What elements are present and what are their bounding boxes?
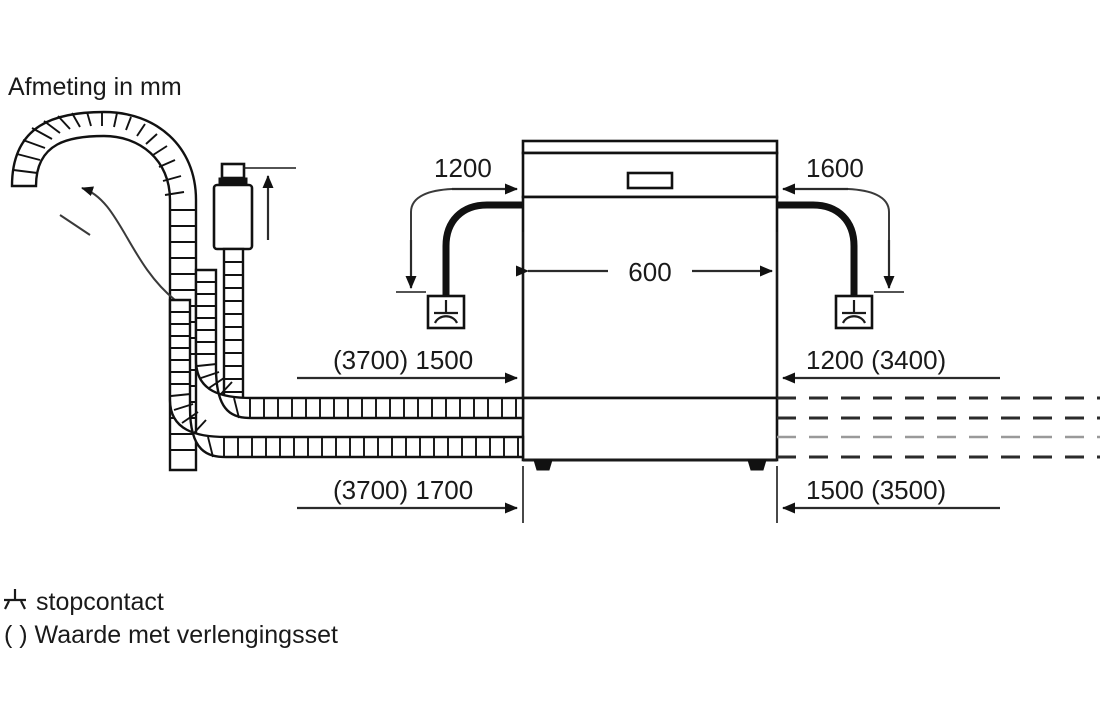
aquastop-connector-top xyxy=(220,162,246,180)
socket-right-arc xyxy=(841,315,867,324)
dimension-label-bottom-left: (3700) 1700 xyxy=(333,475,473,505)
hose-direction-tail xyxy=(59,214,91,236)
dimension-label-bottom-right: 1500 (3500) xyxy=(806,475,946,505)
inlet-hose-ribs xyxy=(224,261,243,393)
legend-socket-label: stopcontact xyxy=(36,588,164,616)
hose-runs-left xyxy=(168,268,525,459)
dimension-label-top-right: 1600 xyxy=(806,153,864,183)
hose-run-upper-wall xyxy=(194,268,525,420)
appliance-handle xyxy=(626,171,674,190)
legend-socket-icon xyxy=(4,589,26,610)
dimension-top-right: 1600 xyxy=(782,153,904,293)
appliance-top-panel xyxy=(521,139,779,155)
power-socket-icon-right xyxy=(834,294,874,330)
hose-run-upper-ribs xyxy=(196,281,517,419)
aquastop-valve-body xyxy=(212,183,254,251)
dimension-label-mid-left: (3700) 1500 xyxy=(333,345,473,375)
socket-left-arc xyxy=(433,315,459,324)
appliance-foot-left xyxy=(533,459,553,471)
figure-title: Afmeting in mm xyxy=(8,73,182,101)
legend-bracket-label: ( ) Waarde met verlengingsset xyxy=(4,621,338,649)
drain-hose-left xyxy=(10,110,198,472)
appliance-dishwasher xyxy=(521,139,779,471)
dimension-mid-right: 1200 (3400) xyxy=(776,340,1000,398)
hose-run-lower-wall xyxy=(168,298,525,459)
power-cable-left-path xyxy=(442,201,523,300)
appliance-plinth xyxy=(521,396,779,462)
appliance-foot-right xyxy=(747,459,767,471)
legend-socket-prongs xyxy=(4,600,26,610)
dimension-label-mid-right: 1200 (3400) xyxy=(806,345,946,375)
power-cable-right xyxy=(777,201,858,300)
aquastop-valve-assembly xyxy=(212,162,296,403)
dimension-label-width: 600 xyxy=(628,257,671,287)
hose-direction-arrow xyxy=(81,186,176,301)
hose-runs-right-dashed xyxy=(777,396,1100,459)
dimension-bottom-left: (3700) 1700 xyxy=(297,466,524,523)
dimension-mid-left: (3700) 1500 xyxy=(297,340,524,398)
dimension-top-left: 1200 xyxy=(396,153,518,293)
legend: stopcontact ( ) Waarde met verlengingsse… xyxy=(4,588,338,649)
power-cable-left xyxy=(442,201,523,300)
dim-1600-leader xyxy=(795,188,890,285)
power-cable-right-path xyxy=(777,201,858,300)
dim-1200-leader xyxy=(410,188,505,285)
dimension-appliance-width: 600 xyxy=(516,232,778,300)
appliance-door xyxy=(521,195,779,400)
dimension-bottom-right: 1500 (3500) xyxy=(776,466,1000,523)
drain-hose-hook-wall xyxy=(10,110,198,472)
power-socket-icon-left xyxy=(426,294,466,330)
dimension-label-top-left: 1200 xyxy=(434,153,492,183)
hose-run-lower-ribs xyxy=(170,311,519,458)
